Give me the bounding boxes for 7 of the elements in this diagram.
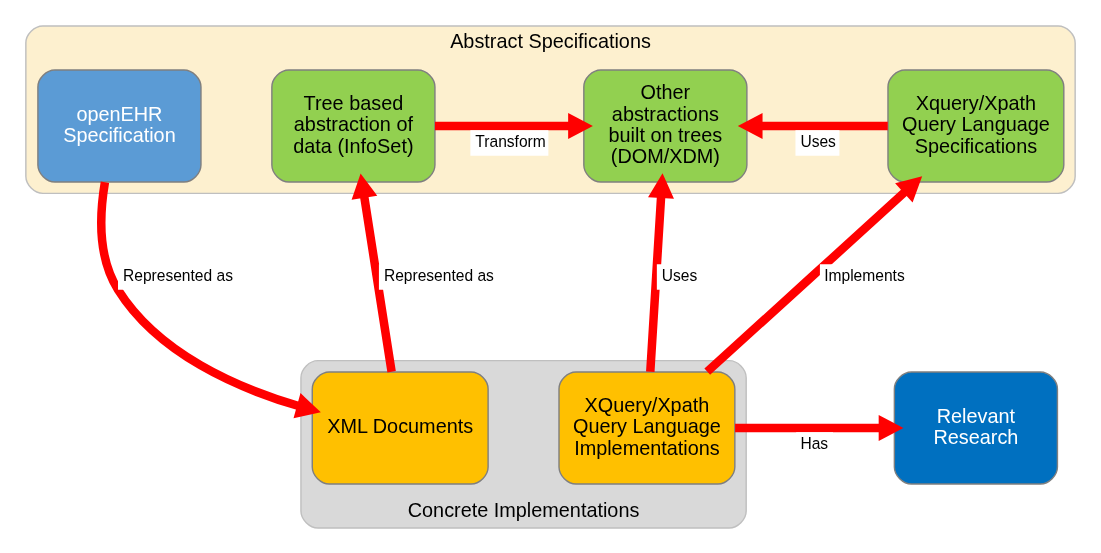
edge-label: Implements: [824, 266, 905, 284]
edge-label: Has: [800, 434, 829, 452]
edge-label: Represented as: [122, 266, 233, 284]
edge-label: Represented as: [383, 266, 494, 284]
edge-label: Uses: [800, 132, 836, 150]
edge-label: Uses: [661, 266, 698, 284]
edge-label: Transform: [475, 132, 546, 150]
